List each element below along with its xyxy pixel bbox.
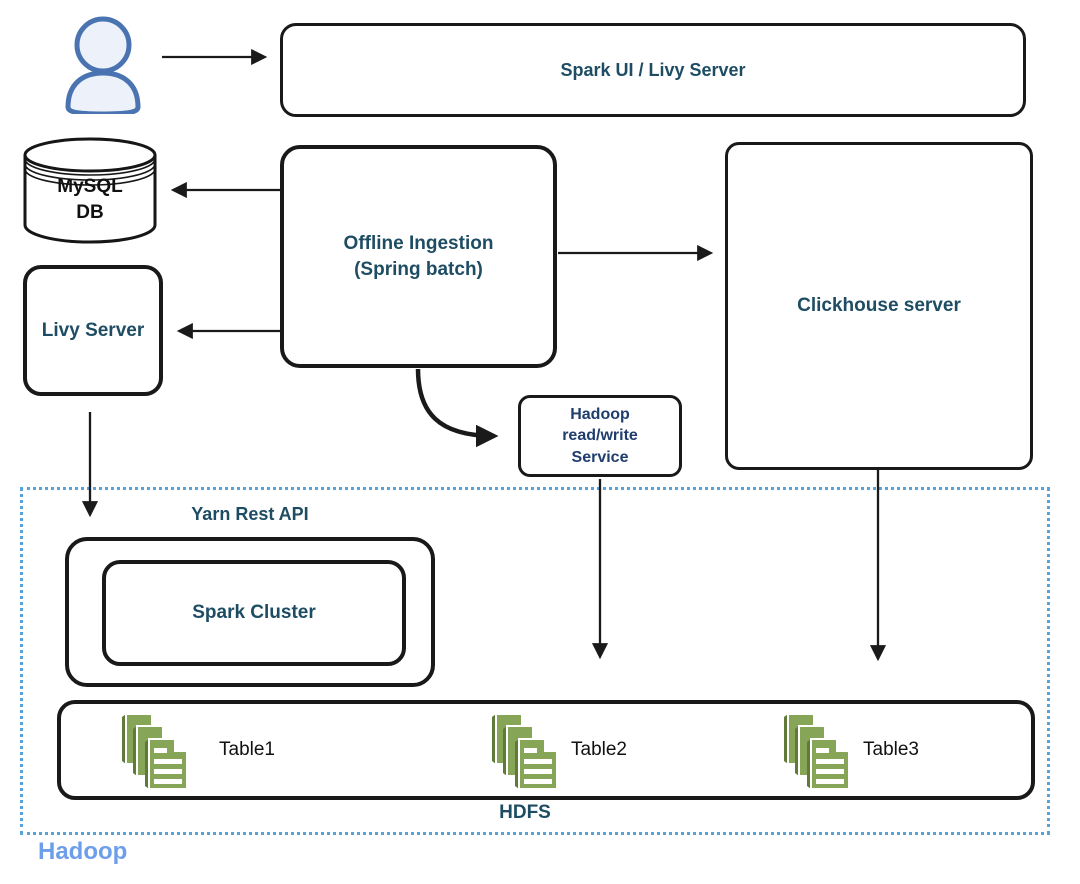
hadoop-zone-container [20, 487, 1050, 835]
person-icon [65, 16, 141, 114]
mysql-cylinder-icon [23, 137, 157, 244]
yarn-rest-api-box: Spark Cluster [65, 537, 435, 687]
node-mysql-db: MySQL DB [22, 174, 158, 225]
yarn-rest-api-label: Yarn Rest API [191, 504, 309, 524]
table2-label: Table2 [571, 739, 627, 760]
clickhouse-label: Clickhouse server [797, 295, 961, 316]
node-livy-server: Livy Server [23, 265, 163, 396]
hadoop-rw-label-line1: Hadoop [570, 405, 630, 423]
spark-ui-label: Spark UI / Livy Server [560, 59, 746, 80]
spark-cluster-label: Spark Cluster [192, 602, 316, 623]
hadoop-rw-label-line2: read/write [562, 427, 638, 445]
livy-server-label: Livy Server [41, 319, 145, 341]
documents-stack-icon [492, 713, 558, 790]
table1-label: Table1 [219, 739, 275, 760]
node-offline-ingestion: Offline Ingestion (Spring batch) [280, 145, 557, 368]
node-spark-ui-livy-server: Spark UI / Livy Server [280, 23, 1026, 117]
documents-stack-icon [784, 713, 850, 790]
documents-stack-icon [122, 713, 188, 790]
mysql-label-line2: DB [76, 201, 104, 223]
mysql-label-line1: MySQL [57, 176, 123, 197]
hdfs-label: HDFS [499, 802, 551, 823]
hadoop-rw-label-line3: Service [571, 448, 629, 466]
arrow-offline-to-hadoop-rw-curved [415, 368, 499, 448]
node-spark-cluster: Spark Cluster [102, 560, 406, 666]
table3-label: Table3 [863, 739, 919, 760]
node-hadoop-read-write-service: Hadoop read/write Service [518, 395, 682, 477]
offline-ingestion-label-line1: Offline Ingestion [343, 232, 494, 254]
hadoop-zone-label: Hadoop [38, 838, 128, 865]
node-hdfs: Table1 Table2 Table3 [57, 700, 1035, 800]
node-clickhouse-server: Clickhouse server [725, 142, 1033, 470]
offline-ingestion-label-line2: (Spring batch) [354, 258, 483, 280]
